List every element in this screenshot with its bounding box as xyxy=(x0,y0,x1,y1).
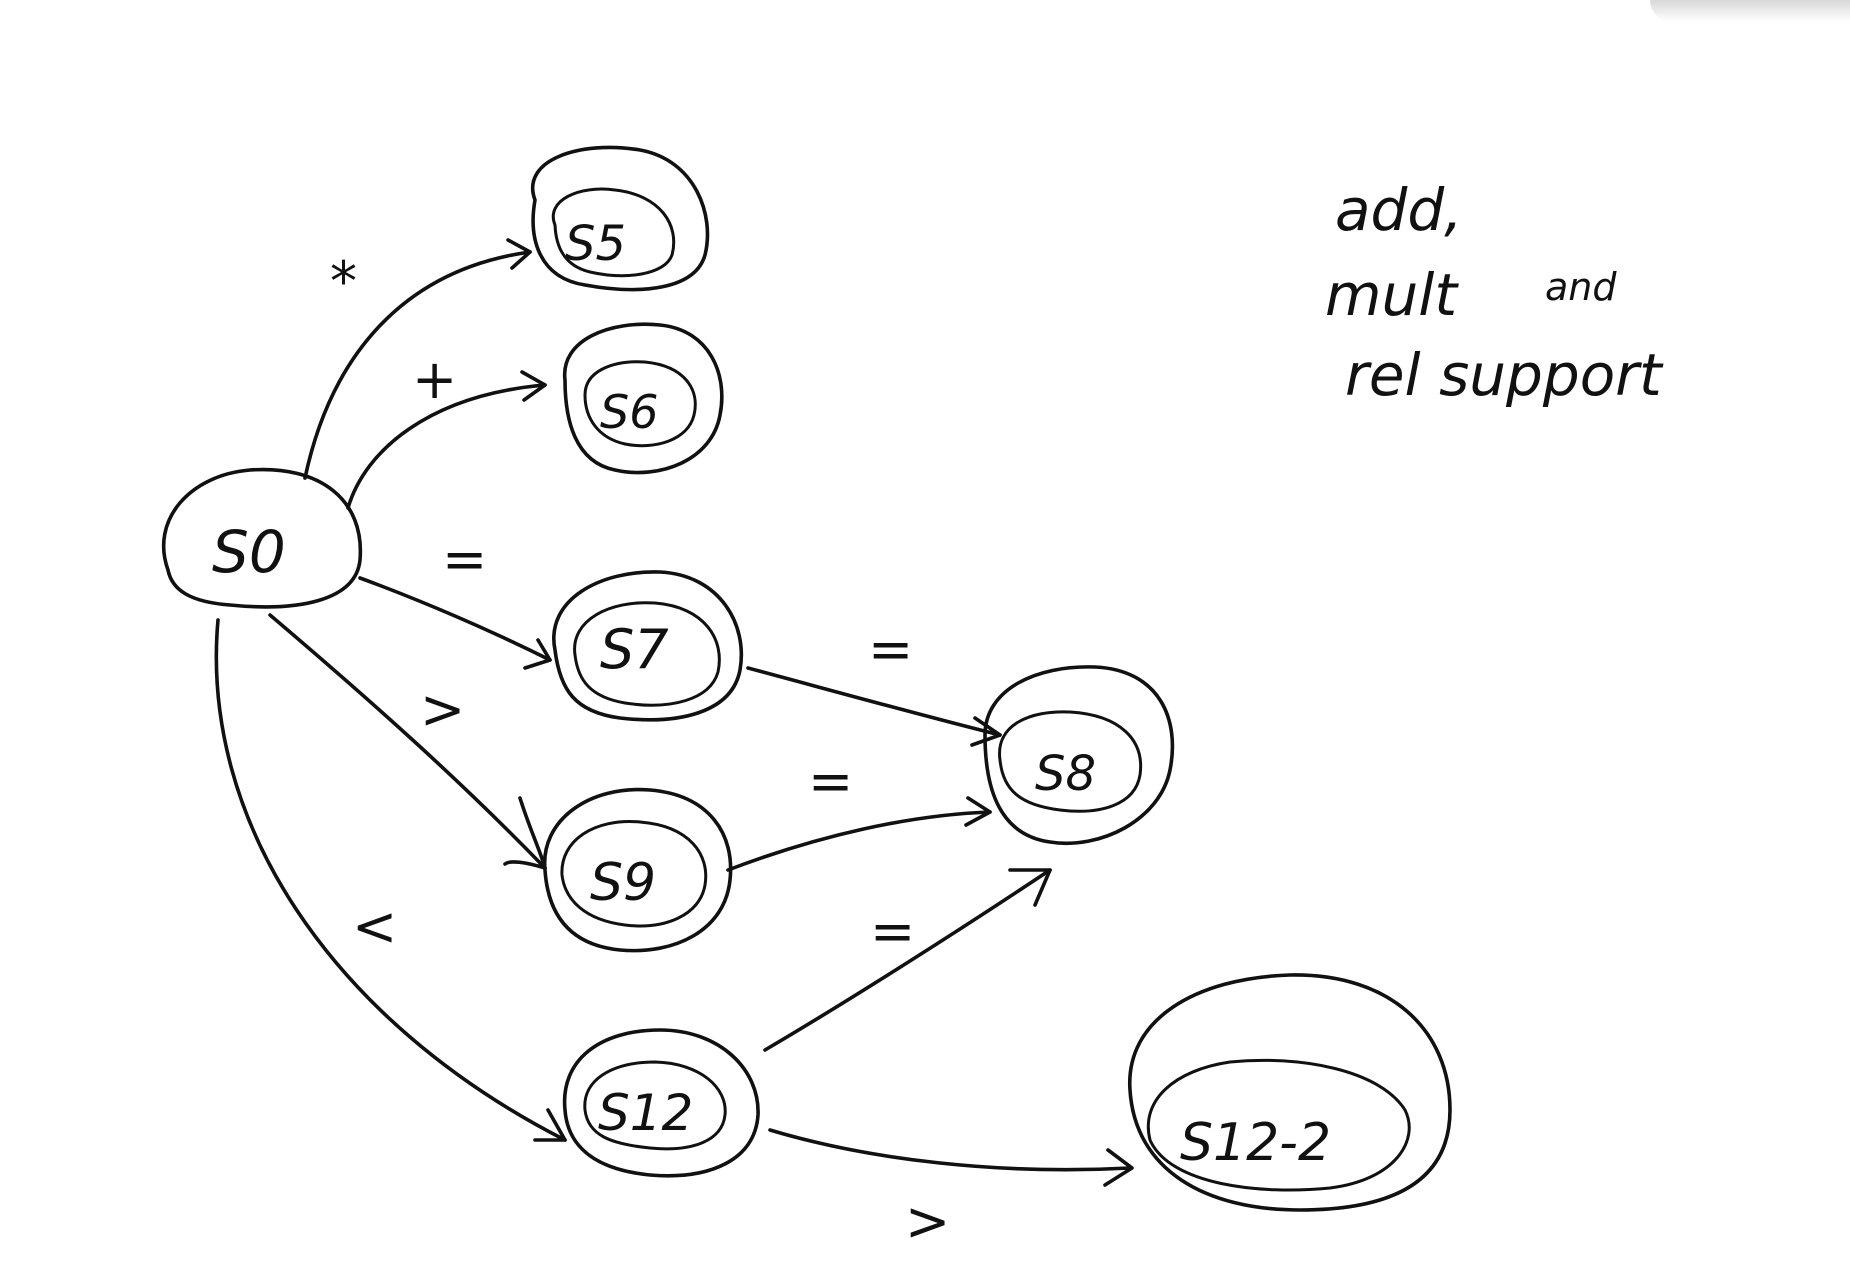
note-line-2b: and xyxy=(1545,265,1617,309)
note-line-3: rel support xyxy=(1345,341,1664,409)
transition-s0-s6: + xyxy=(346,348,547,510)
transition-s0-s5-label: * xyxy=(330,250,357,313)
transition-s0-s9: > xyxy=(268,613,547,870)
note-line-2: mult xyxy=(1325,261,1459,329)
state-s5-label: S5 xyxy=(565,216,626,272)
transition-s0-s12: < xyxy=(214,618,567,1142)
state-s0: S0 xyxy=(161,467,363,609)
state-s5: S5 xyxy=(531,145,710,292)
transition-s0-s7-label: = xyxy=(442,528,487,591)
transition-s0-s9-label: > xyxy=(420,678,465,741)
transition-s0-s6-label: + xyxy=(412,348,457,411)
state-s8-label: S8 xyxy=(1035,746,1096,802)
transition-s9-s8-label: = xyxy=(808,750,853,813)
transition-s0-s12-label: < xyxy=(352,895,397,958)
state-s12: S12 xyxy=(562,1028,760,1178)
transition-s7-s8: = xyxy=(746,618,1002,747)
annotation-note: add, mult and rel support xyxy=(1325,176,1664,409)
transition-s7-s8-label: = xyxy=(868,618,913,681)
state-s8: S8 xyxy=(983,665,1175,845)
state-s7-label: S7 xyxy=(600,618,669,681)
state-s6-label: S6 xyxy=(600,385,658,439)
state-s12-label: S12 xyxy=(598,1084,693,1142)
state-s9: S9 xyxy=(542,787,733,953)
transition-s12-s12-2: > xyxy=(768,1128,1134,1253)
state-s6: S6 xyxy=(562,322,724,475)
transition-s9-s8: = xyxy=(726,750,992,872)
state-s7: S7 xyxy=(552,570,744,722)
state-s9-label: S9 xyxy=(590,853,656,913)
transition-s12-s8: = xyxy=(763,868,1052,1052)
state-s12-2: S12-2 xyxy=(1128,973,1452,1212)
transition-s12-s12-2-label: > xyxy=(905,1190,950,1253)
state-s0-label: S0 xyxy=(212,518,286,586)
state-s12-2-label: S12-2 xyxy=(1180,1113,1331,1173)
page-corner-shadow xyxy=(1650,0,1850,22)
note-line-1: add, xyxy=(1335,176,1463,244)
transition-s0-s5: * xyxy=(303,238,532,480)
transition-s0-s7: = xyxy=(358,528,552,670)
transition-s12-s8-label: = xyxy=(870,900,915,963)
